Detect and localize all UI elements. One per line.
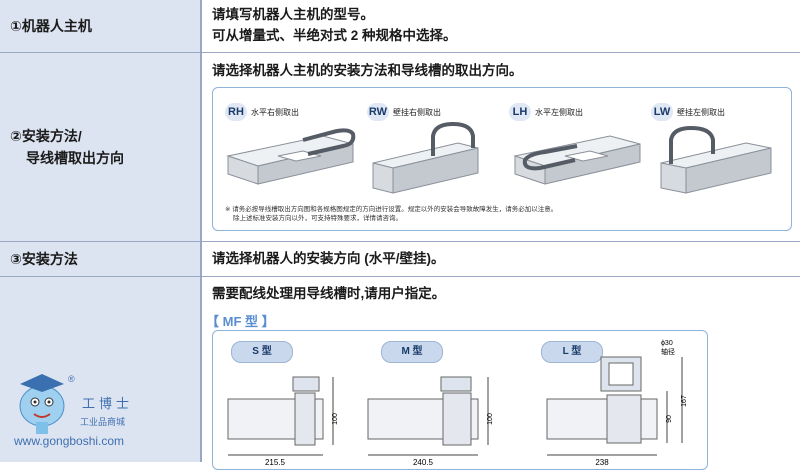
mf-types-panel: S 型 100 215.5 M 型: [212, 330, 708, 470]
mount-option-name: 水平右侧取出: [251, 108, 299, 117]
watermark-brand: 工博士: [82, 396, 134, 411]
row-label-cell: ③安装方法: [0, 242, 200, 276]
row-label-cell: ①机器人主机: [0, 0, 200, 52]
row-mounting-direction: ②安装方法/ 导线槽取出方向 请选择机器人主机的安装方法和导线槽的取出方向。 R…: [0, 53, 800, 241]
mf-l-shaft-label: 轴径: [661, 347, 675, 356]
row-label-cell: ②安装方法/ 导线槽取出方向: [0, 53, 200, 241]
row-content: 需要配线处理用导线槽时,请用户指定。 【 MF 型 】 S 型 100 215.…: [202, 277, 800, 470]
mf-s-type-drawing: 100 215.5: [227, 376, 339, 467]
watermark-mark: ®: [68, 374, 75, 384]
row-label: 导线槽取出方向: [26, 150, 124, 166]
mf-s-width: 215.5: [265, 458, 286, 467]
mount-options-panel: RH 水平右侧取出 RW 壁挂右侧取出: [212, 87, 792, 231]
actuator-wall-left-illustration: [660, 125, 772, 194]
actuator-horizontal-left-illustration: [513, 135, 641, 185]
desc-line: 请选择机器人的安装方向 (水平/壁挂)。: [212, 251, 445, 266]
mount-option-name: 水平左侧取出: [535, 108, 583, 117]
row-label: ③安装方法: [10, 251, 78, 267]
mf-m-height: 100: [487, 413, 494, 425]
actuator-horizontal-right-illustration: [226, 128, 356, 185]
row-install-method: ③安装方法 请选择机器人的安装方向 (水平/壁挂)。: [0, 242, 800, 276]
mf-l-width: 238: [595, 458, 609, 467]
mount-option-name: 壁挂左侧取出: [677, 108, 725, 117]
mf-s-height: 100: [332, 413, 339, 425]
mount-option-name: 壁挂右侧取出: [393, 108, 441, 117]
row-divider: [0, 52, 800, 53]
row-label: ②安装方法/: [10, 128, 82, 144]
row-divider: [0, 241, 800, 242]
row-divider: [0, 276, 800, 277]
watermark-sub: 工业品商城: [80, 417, 126, 427]
row-content: 请选择机器人的安装方向 (水平/壁挂)。: [202, 242, 800, 276]
mount-note: ※ 请务必按导线槽取出方向图和各规格图规定的方向进行设置。规定以外的安装会导致故…: [225, 206, 558, 213]
watermark-url: www.gongboshi.com: [14, 434, 125, 448]
row-content: 请选择机器人主机的安装方法和导线槽的取出方向。 RH 水平右侧取出 RW 壁挂右…: [202, 53, 800, 241]
mount-code-badge: LW: [651, 103, 673, 121]
mf-type-label: L 型: [541, 341, 603, 363]
row-robot-main: ①机器人主机 请填写机器人主机的型号。 可从增量式、半绝对式 2 种规格中选择。: [0, 0, 800, 52]
mf-l-shaft: ϕ30: [661, 340, 673, 347]
mf-type-label: M 型: [381, 341, 443, 363]
row-label-cell: [0, 277, 200, 462]
mount-code-badge: LH: [509, 103, 531, 121]
mascot-logo-icon: [19, 374, 65, 434]
desc-line: 请选择机器人主机的安装方法和导线槽的取出方向。: [212, 63, 523, 78]
mf-l-type-drawing: ϕ30 轴径 90 167 238: [546, 340, 688, 467]
mf-l-height-outer: 167: [681, 395, 688, 407]
mount-code-badge: RH: [225, 103, 247, 121]
mf-l-height-inner: 90: [666, 415, 673, 423]
desc-line: 需要配线处理用导线槽时,请用户指定。: [212, 286, 446, 301]
desc-line: 请填写机器人主机的型号。: [212, 7, 374, 22]
mf-m-type-drawing: 100 240.5: [367, 376, 494, 467]
mf-m-width: 240.5: [413, 458, 434, 467]
mount-code-badge: RW: [367, 103, 389, 121]
row-cable-duct: 需要配线处理用导线槽时,请用户指定。 【 MF 型 】 S 型 100 215.…: [0, 277, 800, 470]
row-label: ①机器人主机: [10, 18, 92, 34]
mf-type-title: 【 MF 型 】: [206, 314, 275, 329]
mf-type-label: S 型: [231, 341, 293, 363]
actuator-wall-right-illustration: [372, 121, 479, 194]
mount-note: 除上述标准安装方向以外，可支持特殊要求，详情请咨询。: [233, 215, 402, 222]
row-content: 请填写机器人主机的型号。 可从增量式、半绝对式 2 种规格中选择。: [202, 0, 800, 52]
desc-line: 可从增量式、半绝对式 2 种规格中选择。: [212, 28, 457, 43]
column-divider: [200, 0, 202, 462]
